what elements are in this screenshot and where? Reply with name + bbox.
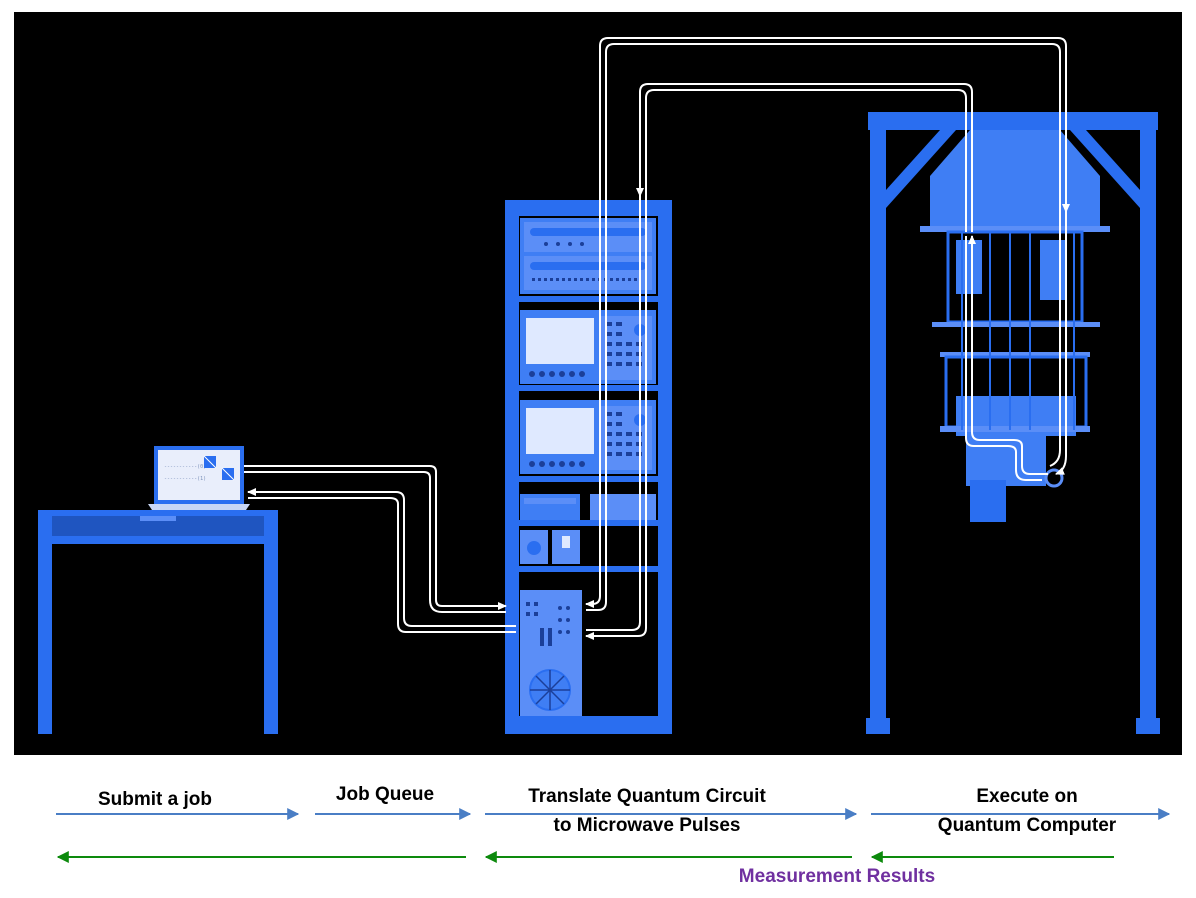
- dilution-refrigerator-icon: [866, 112, 1160, 734]
- execute-label-line-1: Execute on: [976, 786, 1077, 807]
- laptop-icon: -----------(0) -----------(1): [148, 446, 250, 510]
- signal-cables: [244, 37, 1070, 640]
- laptop-screen-line-1: -----------(0): [164, 464, 206, 470]
- submit-job-label: Submit a job: [98, 789, 212, 810]
- desk: [38, 510, 278, 734]
- execute-label-line-2: Quantum Computer: [938, 815, 1117, 836]
- measurement-results-label: Measurement Results: [739, 866, 935, 887]
- server-rack-icon: [505, 200, 672, 734]
- translate-label-line-1: Translate Quantum Circuit: [528, 786, 766, 807]
- laptop-screen-line-2: -----------(1): [164, 476, 206, 482]
- translate-label-line-2: to Microwave Pulses: [554, 815, 741, 836]
- job-queue-label: Job Queue: [336, 784, 434, 805]
